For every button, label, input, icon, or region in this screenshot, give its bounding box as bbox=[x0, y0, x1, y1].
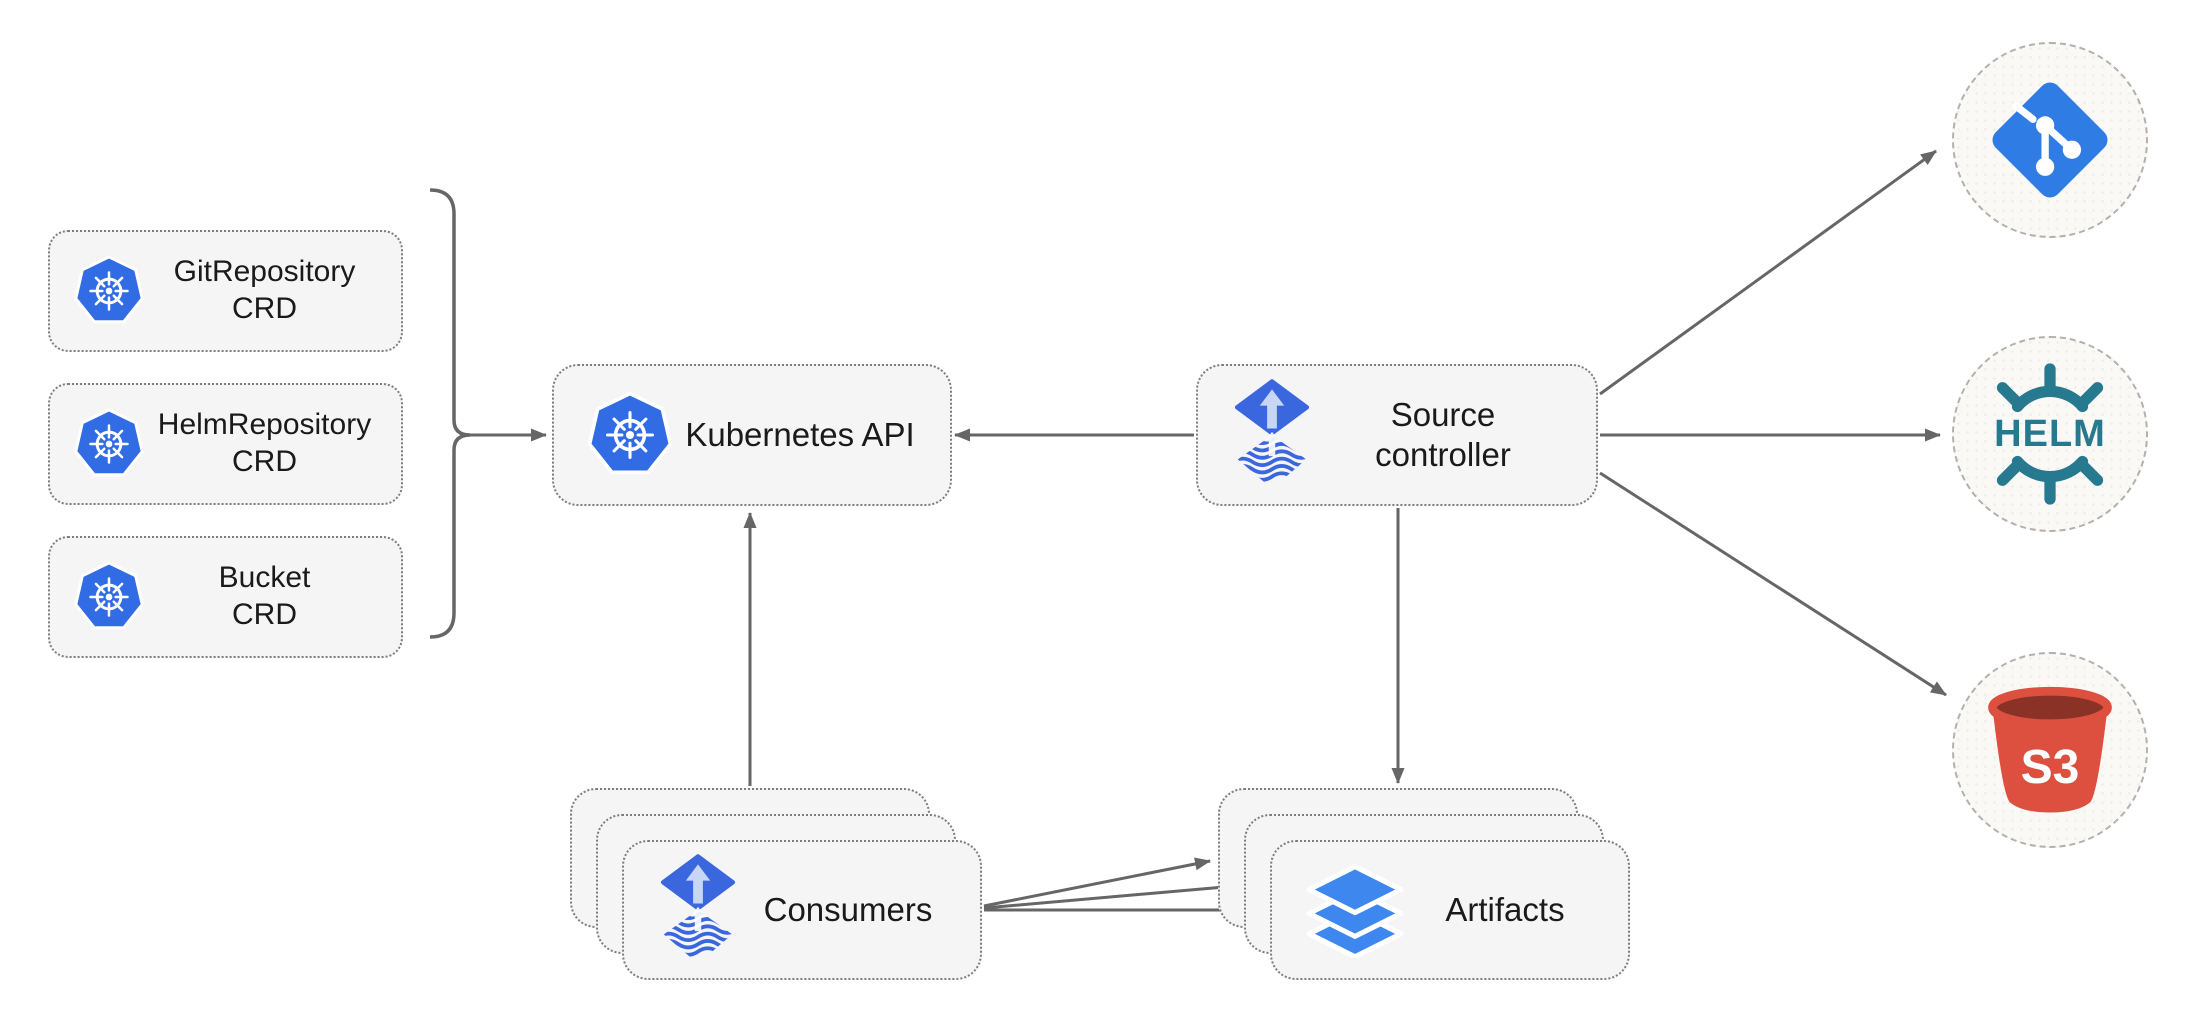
kubernetes-icon bbox=[582, 390, 678, 480]
arrow-source-to-s3 bbox=[1599, 471, 1947, 697]
source-controller-node: Source controller bbox=[1196, 364, 1598, 506]
helm-endpoint: HELM bbox=[1952, 336, 2148, 532]
helm-label: HELM bbox=[1994, 412, 2106, 455]
kubernetes-api-node: Kubernetes API bbox=[552, 364, 952, 506]
git-icon bbox=[1983, 73, 2117, 207]
layers-icon bbox=[1300, 862, 1410, 958]
node-label: Consumers bbox=[763, 890, 933, 928]
node-label: Bucket CRD bbox=[218, 561, 311, 631]
arrow-consumers-to-artifacts-1 bbox=[983, 857, 1211, 908]
kubernetes-icon bbox=[70, 560, 148, 634]
gitrepository-crd-node: GitRepository CRD bbox=[48, 230, 403, 352]
node-label: HelmRepository CRD bbox=[157, 408, 372, 478]
crd-group-bracket bbox=[429, 188, 471, 639]
node-label: Source controller bbox=[1375, 395, 1511, 473]
helmrepository-crd-node: HelmRepository CRD bbox=[48, 383, 403, 505]
kubernetes-icon bbox=[70, 254, 148, 328]
flux-icon bbox=[1226, 378, 1318, 492]
artifacts-node: Artifacts bbox=[1270, 840, 1630, 980]
flux-icon bbox=[652, 853, 744, 967]
node-label: GitRepository CRD bbox=[173, 255, 356, 325]
bucket-crd-node: Bucket CRD bbox=[48, 536, 403, 658]
arrow-source-to-git bbox=[1599, 149, 1937, 396]
node-label: Kubernetes API bbox=[685, 415, 915, 453]
consumers-node: Consumers bbox=[622, 840, 982, 980]
s3-label: S3 bbox=[2020, 741, 2080, 794]
node-label: Artifacts bbox=[1445, 890, 1565, 928]
s3-bucket-icon bbox=[1975, 675, 2125, 825]
arrow-consumers-to-artifacts-2 bbox=[983, 880, 1237, 910]
kubernetes-icon bbox=[70, 407, 148, 481]
s3-endpoint: S3 bbox=[1952, 652, 2148, 848]
git-endpoint bbox=[1952, 42, 2148, 238]
helm-icon bbox=[1954, 338, 2146, 530]
